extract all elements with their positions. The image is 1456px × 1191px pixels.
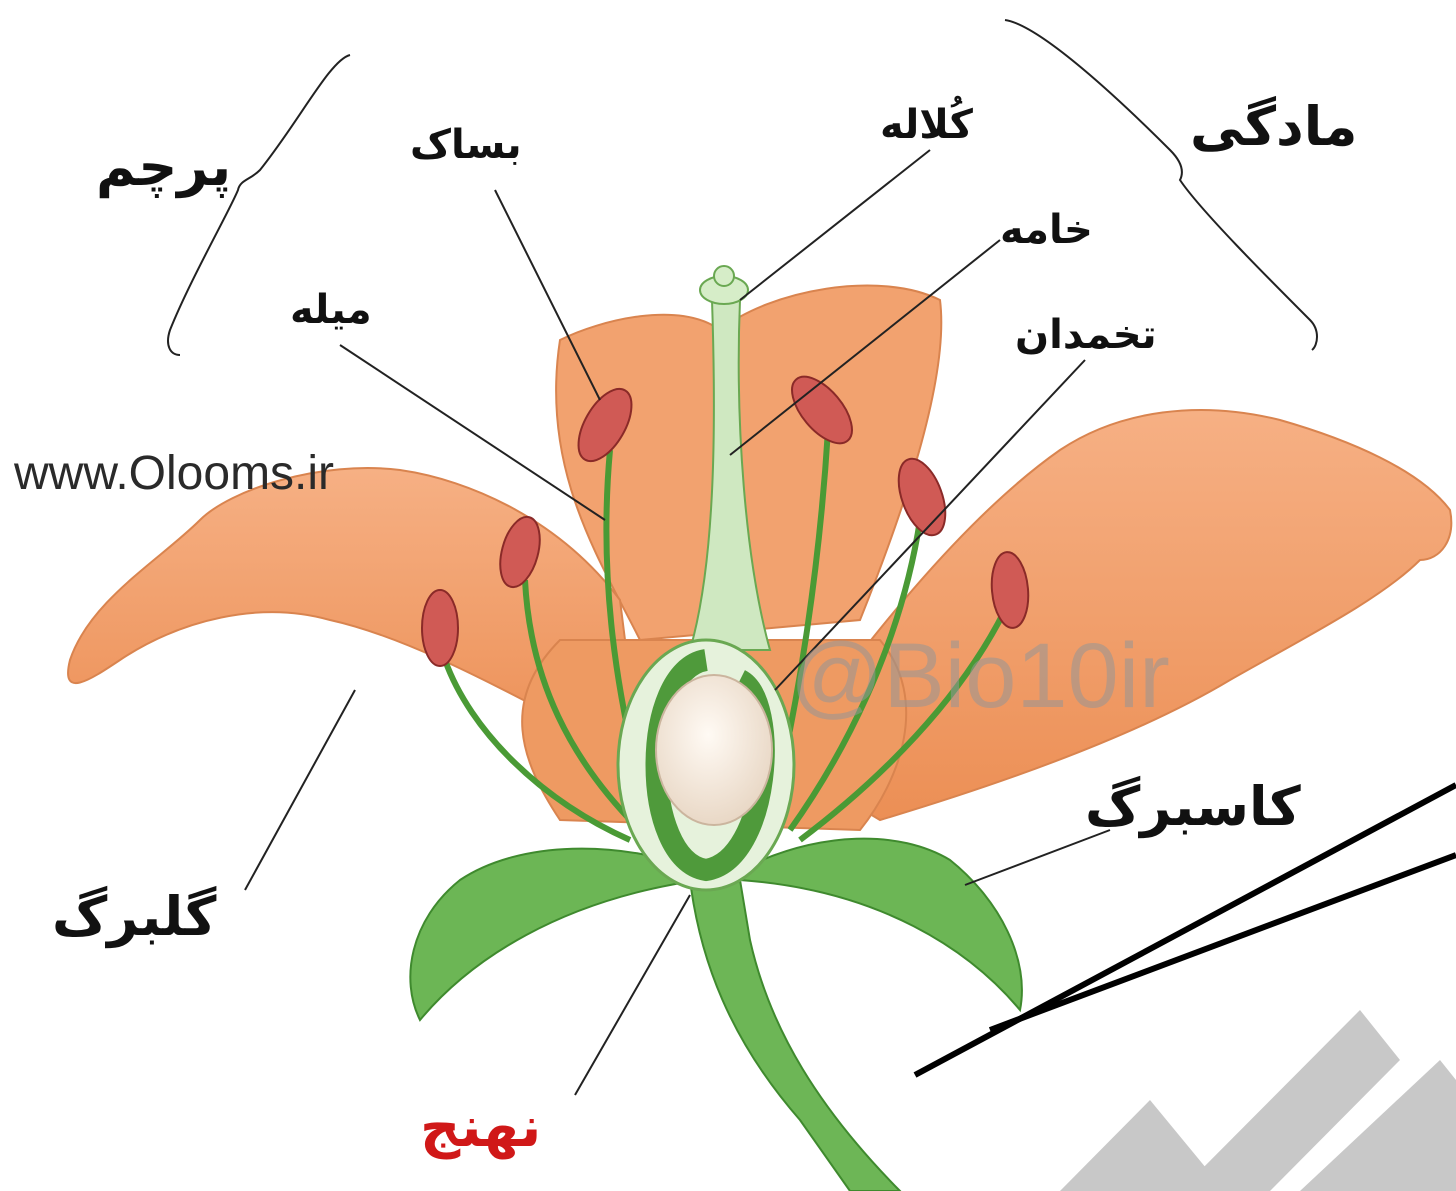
label-stamen: پرچم <box>96 140 231 194</box>
label-petal: گلبرگ <box>52 890 216 944</box>
label-ovary: تخمدان <box>1015 315 1157 355</box>
stigma-tip <box>714 266 734 286</box>
label-style: خامه <box>1000 210 1093 250</box>
ovule <box>656 675 772 825</box>
label-filament: میله <box>290 290 372 330</box>
bracket-pistil <box>1005 20 1317 350</box>
leader-anther <box>495 190 600 400</box>
watermark-handle: @Bio10ir <box>790 630 1170 722</box>
label-stigma: کُلاله <box>880 105 973 145</box>
watermark-shape <box>1060 1010 1456 1191</box>
pointer-line <box>990 855 1456 1030</box>
sepal-left <box>410 849 700 1020</box>
anther <box>422 590 458 666</box>
label-anther: بساک <box>410 125 522 165</box>
sepal-right <box>740 839 1022 1010</box>
leader-stigma <box>740 150 930 300</box>
stem <box>690 880 900 1191</box>
leader-receptacle <box>575 895 690 1095</box>
label-pistil: مادگی <box>1190 100 1357 154</box>
leader-petal <box>245 690 355 890</box>
leader-sepal <box>965 830 1110 885</box>
watermark-site: www.Olooms.ir <box>14 450 334 498</box>
label-sepal: کاسبرگ <box>1085 780 1301 834</box>
label-receptacle: نهنج <box>420 1100 541 1156</box>
